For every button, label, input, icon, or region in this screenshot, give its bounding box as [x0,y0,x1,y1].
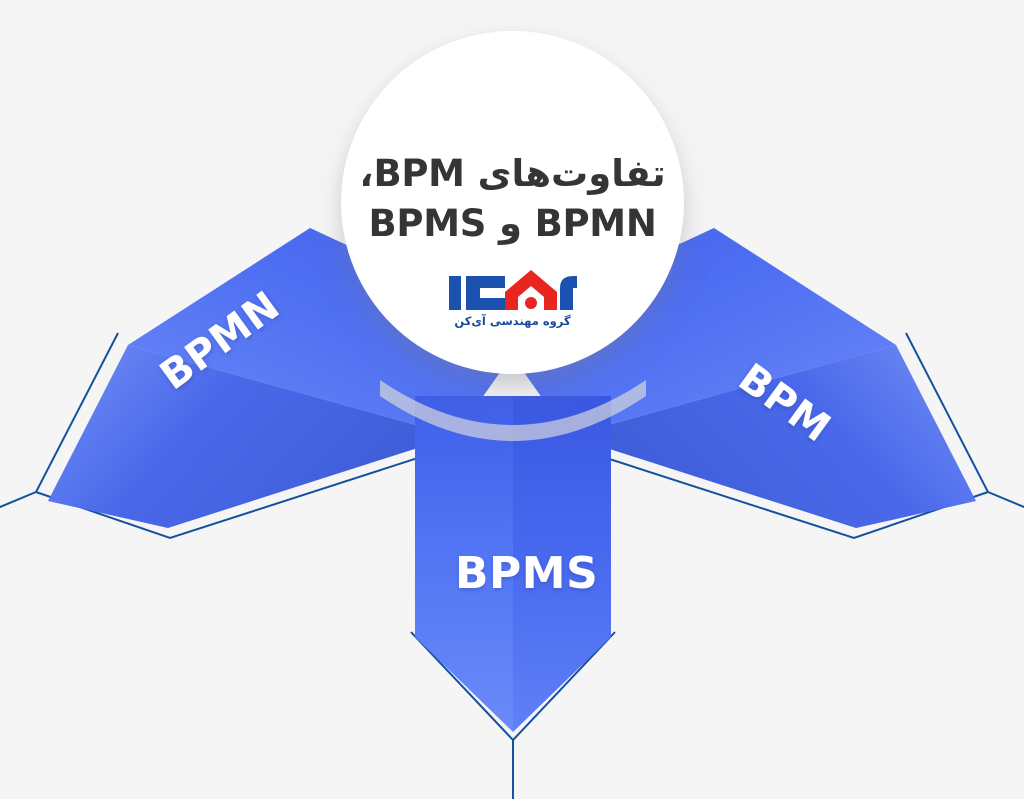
bpms-arrow-right-facet [513,396,611,732]
logo-letter-n [559,276,577,311]
center-circle: تفاوت‌های BPM، BPMN و BPMS گروه مهندسی آ… [341,31,684,374]
arrow-bpm [494,228,976,528]
bpmn-arrow-bottom-facet [48,345,455,528]
bpmn-arrow-top-facet [128,228,530,436]
logo-letter-c [465,276,505,311]
page-title-line-2: BPMN و BPMS [368,201,657,245]
bpms-arrow-left-facet [415,396,513,732]
logo-letter-a-dot [524,297,537,310]
bpm-arrow-top-facet [494,228,896,436]
page-title: تفاوت‌های BPM، BPMN و BPMS [348,149,678,248]
logo-subtitle: گروه مهندسی آی‌کن [454,314,571,329]
logo-letter-a-roof [504,270,557,311]
ican-logo-icon [448,270,577,311]
bpm-arrow-bottom-facet [569,345,976,528]
arrow-label-bpms: BPMS [455,548,599,599]
arrow-bpms [415,396,611,732]
brand-logo: گروه مهندسی آی‌کن [447,270,579,328]
circle-cast-shadow [380,380,646,441]
page-title-line-1: تفاوت‌های BPM، [359,152,666,195]
arrow-bpmn [48,228,530,528]
logo-letter-i [448,276,461,311]
center-circle-content: تفاوت‌های BPM، BPMN و BPMS گروه مهندسی آ… [341,31,684,374]
